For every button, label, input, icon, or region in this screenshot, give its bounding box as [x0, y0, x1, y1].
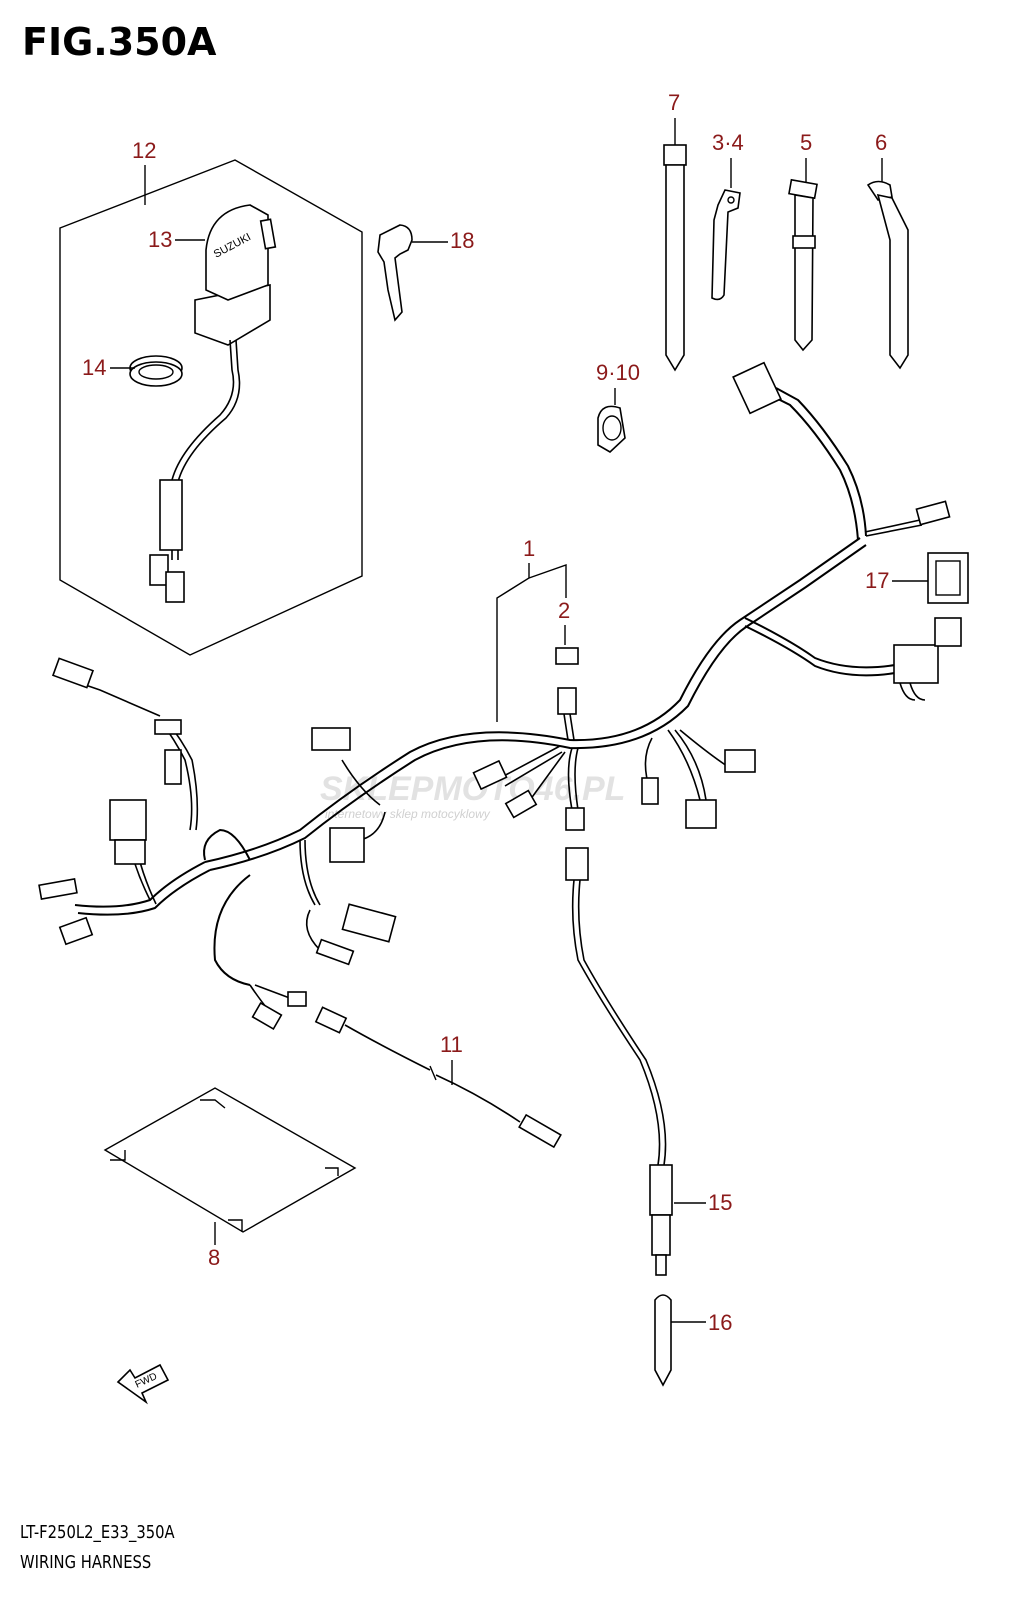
- callout-1: 1: [523, 536, 535, 561]
- callout-18: 18: [450, 228, 474, 253]
- cable-tie-7: [663, 144, 687, 372]
- clamp-3-4: [711, 189, 741, 301]
- callout-12: 12: [132, 138, 156, 163]
- callout-14: 14: [82, 355, 106, 380]
- figure-title: FIG.350A: [22, 20, 217, 64]
- watermark-text: SKLEPMOTO46.PL: [320, 770, 625, 808]
- seal-ring: [129, 355, 183, 387]
- callout-3-4: 3·4: [712, 130, 744, 155]
- fuse-part-2: [555, 647, 579, 665]
- main-wiring-harness: [38, 361, 962, 1031]
- callout-17: 17: [865, 568, 889, 593]
- ignition-key: [377, 224, 413, 322]
- relay-17: [927, 552, 969, 604]
- figure-code: LT-F250L2_E33_350A: [20, 1522, 175, 1543]
- callout-2: 2: [558, 598, 570, 623]
- label-sheet-8: [103, 1087, 357, 1233]
- sensor-16: [654, 1294, 672, 1387]
- callout-15: 15: [708, 1190, 732, 1215]
- callout-6: 6: [875, 130, 887, 155]
- watermark-subtext: internetowy sklep motocyklowy: [325, 807, 491, 821]
- ignition-switch-kit-box: [59, 159, 363, 656]
- callout-7: 7: [668, 90, 680, 115]
- lead-wire-11: [314, 1006, 562, 1149]
- cable-tie-6: [866, 180, 909, 370]
- band-clamp-5: [788, 178, 818, 352]
- callout-9-10: 9·10: [596, 360, 640, 385]
- callout-13: 13: [148, 227, 172, 252]
- callout-11: 11: [440, 1032, 463, 1057]
- callout-5: 5: [800, 130, 812, 155]
- callout-8: 8: [208, 1245, 220, 1270]
- callout-16: 16: [708, 1310, 732, 1335]
- sensor-15: [565, 847, 673, 1276]
- connector-part-2: [557, 687, 577, 741]
- fwd-arrow-icon: FWD: [116, 1363, 170, 1405]
- clamp-9-10: [597, 405, 626, 453]
- ignition-switch: SUZUKI: [149, 204, 277, 603]
- figure-name: WIRING HARNESS: [20, 1552, 152, 1573]
